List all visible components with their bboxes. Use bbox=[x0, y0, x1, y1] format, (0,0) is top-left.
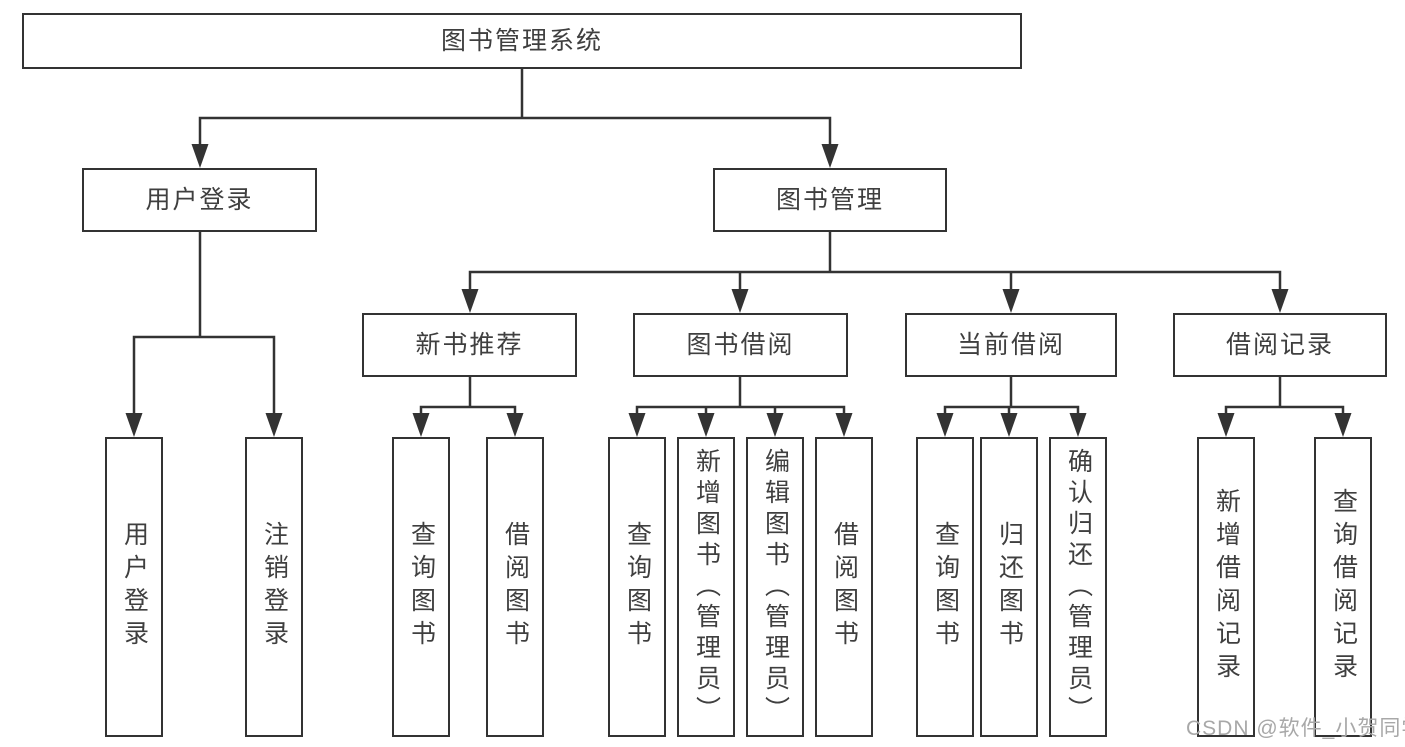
arrowhead-icon bbox=[1271, 289, 1289, 313]
node-current-borrowing: 当前借阅 bbox=[905, 313, 1117, 377]
leaf-query-books-recommend: 查询图书 bbox=[392, 437, 450, 737]
node-book-borrowing: 图书借阅 bbox=[633, 313, 848, 377]
arrowhead-icon bbox=[835, 413, 853, 437]
leaf-label: 归还图书 bbox=[995, 521, 1024, 653]
leaf-query-borrow-record: 查询借阅记录 bbox=[1314, 437, 1372, 737]
arrowhead-icon bbox=[1069, 413, 1087, 437]
csdn-watermark: CSDN @软件_小贺同学 bbox=[1186, 717, 1405, 740]
node-user-login: 用户登录 bbox=[82, 168, 317, 232]
node-book-management: 图书管理 bbox=[713, 168, 947, 232]
node-new-book-recommend: 新书推荐 bbox=[362, 313, 577, 377]
leaf-label: 查询图书 bbox=[623, 521, 652, 653]
node-borrowing-records: 借阅记录 bbox=[1173, 313, 1387, 377]
connector-book-mgmt-to-level3 bbox=[468, 230, 1282, 295]
arrowhead-icon bbox=[265, 413, 283, 437]
leaf-label: 查询图书 bbox=[407, 521, 436, 653]
connector-current-borrow-to-leaves bbox=[943, 375, 1080, 419]
node-label: 用户登录 bbox=[145, 185, 254, 214]
arrowhead-icon bbox=[1002, 289, 1020, 313]
arrowhead-icon bbox=[766, 413, 784, 437]
arrowhead-icon bbox=[628, 413, 646, 437]
leaf-label: 用户登录 bbox=[120, 521, 149, 653]
leaf-return-book: 归还图书 bbox=[980, 437, 1038, 737]
leaf-label: 查询借阅记录 bbox=[1329, 488, 1358, 686]
arrowhead-icon bbox=[1000, 413, 1018, 437]
connector-root-to-level2 bbox=[198, 67, 832, 148]
leaf-add-borrow-record: 新增借阅记录 bbox=[1197, 437, 1255, 737]
connector-user-login-to-leaves bbox=[132, 230, 276, 417]
node-label: 新书推荐 bbox=[415, 330, 524, 359]
leaf-label: 确认归还（管理员） bbox=[1064, 447, 1093, 727]
leaf-confirm-return-admin: 确认归还（管理员） bbox=[1049, 437, 1107, 737]
leaf-query-books-borrow: 查询图书 bbox=[608, 437, 666, 737]
arrowhead-icon bbox=[936, 413, 954, 437]
connector-new-book-to-leaves bbox=[419, 375, 517, 419]
leaf-label: 借阅图书 bbox=[501, 521, 530, 653]
leaf-user-login: 用户登录 bbox=[105, 437, 163, 737]
arrowhead-icon bbox=[125, 413, 143, 437]
arrowhead-icon bbox=[506, 413, 524, 437]
leaf-logout: 注销登录 bbox=[245, 437, 303, 737]
leaf-label: 注销登录 bbox=[260, 521, 289, 653]
arrowhead-icon bbox=[461, 289, 479, 313]
leaf-label: 借阅图书 bbox=[830, 521, 859, 653]
leaf-label: 查询图书 bbox=[931, 521, 960, 653]
leaf-label: 新增借阅记录 bbox=[1212, 488, 1241, 686]
leaf-borrow-books: 借阅图书 bbox=[815, 437, 873, 737]
arrowhead-icon bbox=[731, 289, 749, 313]
node-label: 当前借阅 bbox=[956, 330, 1065, 359]
arrowhead-icon bbox=[412, 413, 430, 437]
leaf-query-books-current: 查询图书 bbox=[916, 437, 974, 737]
node-label: 图书管理系统 bbox=[440, 26, 603, 55]
leaf-borrow-books-recommend: 借阅图书 bbox=[486, 437, 544, 737]
arrowhead-icon bbox=[821, 144, 839, 168]
leaf-label: 新增图书（管理员） bbox=[692, 447, 721, 727]
leaf-label: 编辑图书（管理员） bbox=[761, 447, 790, 727]
node-label: 借阅记录 bbox=[1225, 330, 1334, 359]
arrowhead-icon bbox=[697, 413, 715, 437]
leaf-add-book-admin: 新增图书（管理员） bbox=[677, 437, 735, 737]
arrowhead-icon bbox=[191, 144, 209, 168]
connector-book-borrow-to-leaves bbox=[635, 375, 846, 419]
node-label: 图书管理 bbox=[775, 185, 884, 214]
node-library-management-system: 图书管理系统 bbox=[22, 13, 1022, 69]
arrowhead-icon bbox=[1217, 413, 1235, 437]
connector-borrow-records-to-leaves bbox=[1224, 375, 1345, 419]
leaf-edit-book-admin: 编辑图书（管理员） bbox=[746, 437, 804, 737]
node-label: 图书借阅 bbox=[686, 330, 795, 359]
arrowhead-icon bbox=[1334, 413, 1352, 437]
